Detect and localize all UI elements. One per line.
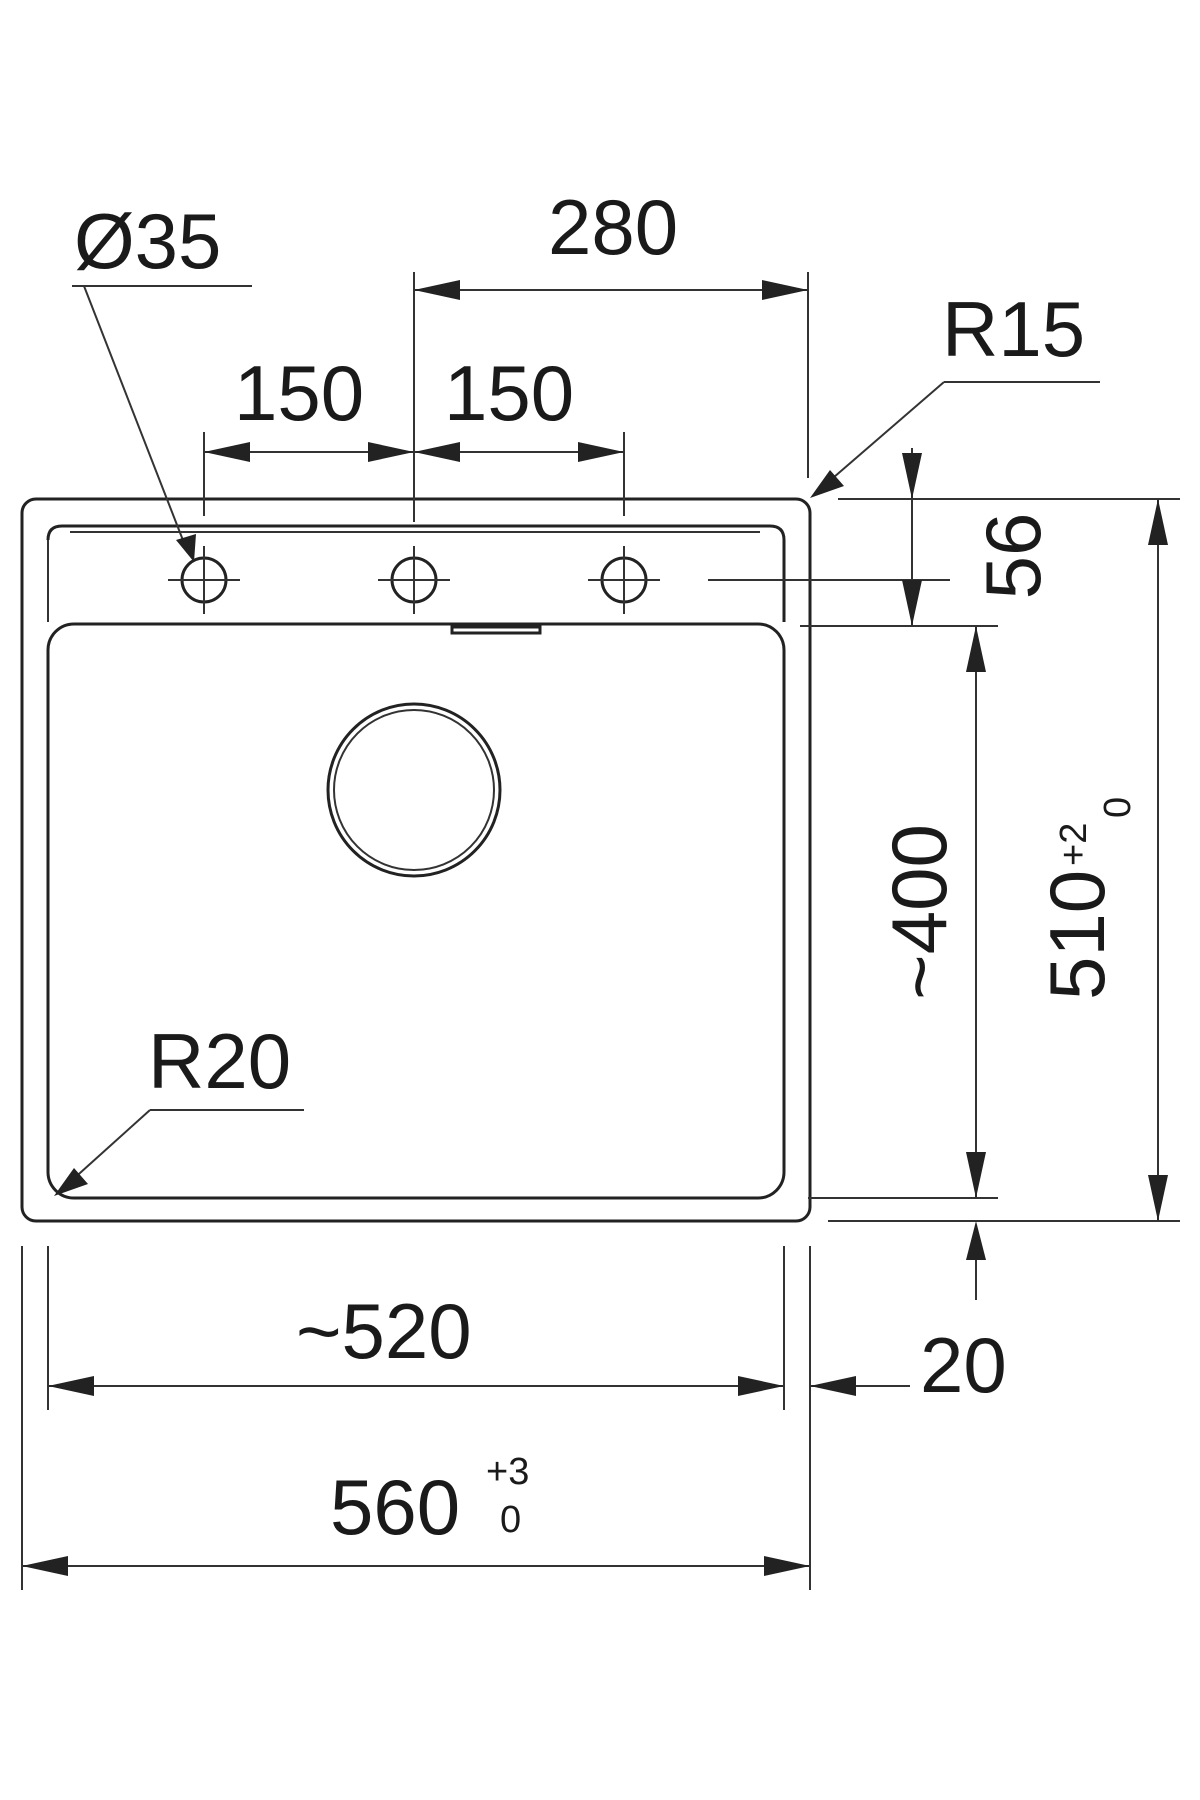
bowl-width-dimension: ~520 20 [47,1246,1007,1590]
tap-hole-diameter-dimension: Ø35 [72,197,252,562]
tap-spacing-dimensions: 150 150 [203,349,625,516]
deck-edge [46,524,786,622]
rim-offset-label: 20 [920,1321,1007,1409]
bowl-depth-label: ~400 [875,824,963,1000]
tap-hole-diameter-label: Ø35 [74,197,221,285]
overall-width-dimension: 560 +3 0 [21,1246,810,1590]
overall-depth-tol-upper: +2 [1053,823,1095,866]
tap-hole-right [588,546,660,614]
tap-hole-center [378,546,450,614]
tap-spacing-left-label: 150 [234,349,364,437]
bowl-width-label: ~520 [296,1287,472,1375]
overall-width-tol-upper: +3 [486,1451,529,1493]
bowl-corner-radius-dimension: R20 [54,1017,304,1196]
outer-corner-radius-label: R15 [942,285,1085,373]
tap-span-dimension: 280 [413,183,809,522]
bowl-depth-dimension: ~400 [808,626,998,1199]
tap-holes [168,546,660,614]
sink-outline [20,497,812,1223]
overall-depth-tol-lower: 0 [1097,797,1139,818]
bowl-outline [46,622,786,1200]
overall-depth-dimension: 510 +2 0 [828,499,1180,1222]
overall-width-tol-lower: 0 [500,1499,521,1541]
deck-depth-label: 56 [969,513,1057,600]
deck-depth-dimension: 56 [708,448,1180,627]
tap-hole-left [168,546,240,614]
outer-rim [20,497,812,1223]
drain-inner-ring [333,709,495,871]
bowl-corner-radius-label: R20 [148,1017,291,1105]
overall-depth-label: 510 [1033,870,1121,1000]
rim-offset-dimension [966,1221,986,1300]
outer-corner-radius-dimension: R15 [810,285,1100,498]
overflow-slot [450,625,542,635]
overall-width-label: 560 [330,1463,460,1551]
tap-spacing-right-label: 150 [444,349,574,437]
drain-outer-ring [326,702,502,878]
tap-span-label: 280 [548,183,678,271]
